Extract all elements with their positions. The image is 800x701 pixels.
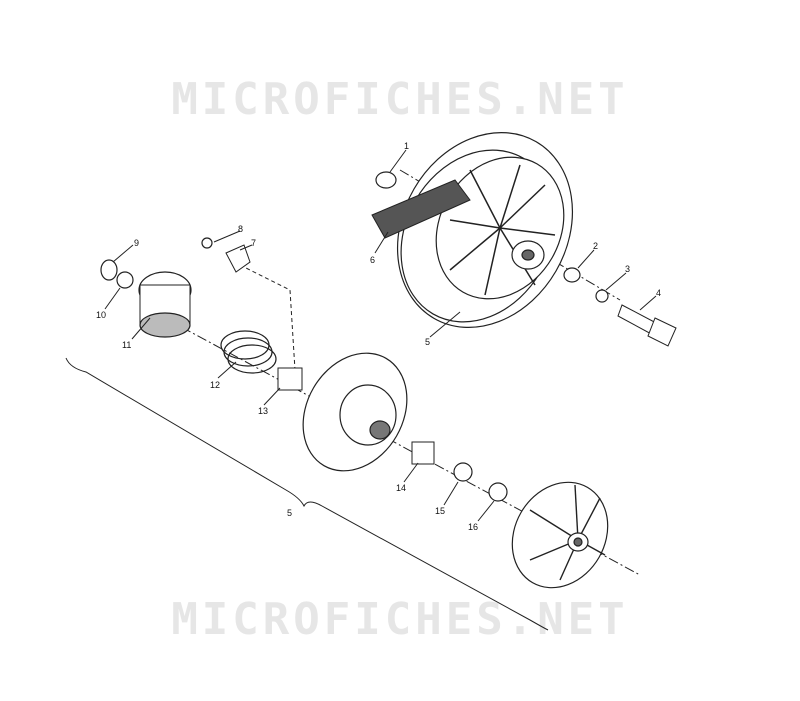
callout-1: 1 bbox=[404, 141, 409, 151]
washer-2 bbox=[563, 267, 581, 283]
callout-9: 9 bbox=[134, 238, 139, 248]
callout-3: 3 bbox=[625, 264, 630, 274]
callout-13: 13 bbox=[258, 406, 268, 416]
callout-5: 5 bbox=[425, 337, 430, 347]
callout-4: 4 bbox=[656, 288, 661, 298]
fixed-sheave bbox=[396, 132, 574, 328]
watermark-top: MICROFICHES.NET bbox=[171, 74, 629, 125]
watermark-bottom: MICROFICHES.NET bbox=[171, 594, 629, 645]
callout-16: 16 bbox=[468, 522, 478, 532]
callout-10: 10 bbox=[96, 310, 106, 320]
drive-belt bbox=[371, 179, 471, 239]
washer-10 bbox=[116, 271, 134, 289]
callout-6: 6 bbox=[370, 255, 375, 265]
callout-2: 2 bbox=[593, 241, 598, 251]
weight-7 bbox=[225, 244, 251, 273]
callout-12: 12 bbox=[210, 380, 220, 390]
pin-8 bbox=[201, 237, 213, 249]
callout-7: 7 bbox=[251, 238, 256, 248]
washer-1 bbox=[375, 171, 397, 189]
movable-sheave bbox=[302, 352, 408, 472]
lower-sheave bbox=[511, 481, 609, 589]
clip-9 bbox=[100, 259, 118, 281]
spider-11 bbox=[138, 271, 192, 338]
washer-15 bbox=[453, 462, 473, 482]
bolt-4 bbox=[617, 304, 677, 347]
assembly-bracket bbox=[65, 357, 549, 631]
callout-8: 8 bbox=[238, 224, 243, 234]
bushing-13 bbox=[277, 367, 303, 391]
callout-14: 14 bbox=[396, 483, 406, 493]
callout-15: 15 bbox=[435, 506, 445, 516]
callout-5-assembly: 5 bbox=[287, 508, 292, 518]
leader-dashed bbox=[239, 264, 296, 371]
nut-3 bbox=[595, 289, 609, 303]
callout-11: 11 bbox=[122, 340, 131, 350]
washer-16 bbox=[488, 482, 508, 502]
bushing-14 bbox=[411, 441, 435, 465]
spring-12 bbox=[220, 330, 277, 374]
